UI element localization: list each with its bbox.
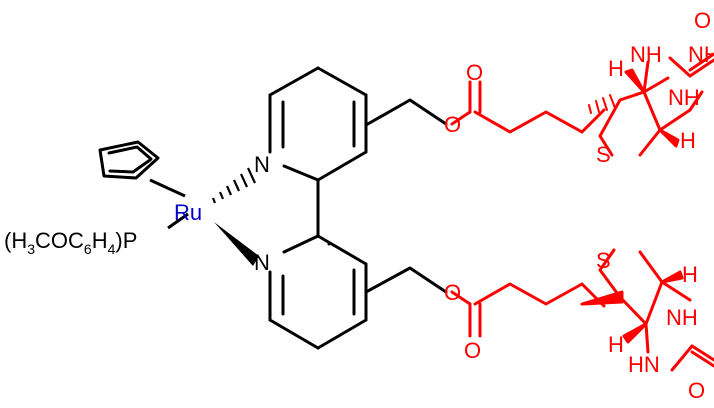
nh-lower-label: NH — [666, 305, 698, 330]
ester-oxygen-lower-label: O — [444, 280, 461, 305]
nitrogen-bottom-label: N — [254, 250, 270, 275]
carbonyl-oxygen-lower-label: O — [464, 338, 481, 363]
bipyridine-backbone — [268, 66, 448, 350]
nh-upper-3-label: NH — [668, 85, 700, 110]
nitrogen-top-label: N — [254, 152, 270, 177]
nh-upper-2-label: NH — [688, 42, 714, 67]
biotin-upper — [450, 52, 714, 157]
hn-lower-label: HN — [628, 352, 660, 377]
nh-upper-1-label: NH — [630, 42, 662, 67]
biotin-lower — [450, 248, 714, 372]
ester-oxygen-upper-label: O — [444, 112, 461, 137]
h-lower-1-label: H — [608, 332, 624, 357]
h-lower-2-label: H — [682, 262, 698, 287]
carbonyl-oxygen-upper-label: O — [466, 60, 483, 85]
sulfur-upper-label: S — [596, 142, 611, 167]
sulfur-lower-label: S — [596, 248, 611, 273]
carbonyl-oxygen-urea-label: O — [688, 378, 705, 403]
ru-bonds — [149, 167, 259, 266]
h-upper-2-label: H — [680, 128, 696, 153]
ruthenium-label: Ru — [174, 200, 202, 225]
cyclopentadienyl — [98, 140, 160, 180]
carbonyl-oxygen-urea-upper-label: O — [694, 8, 711, 33]
phosphine-ligand-label: (H3COC6H4)P — [4, 228, 137, 257]
h-upper-1-label: H — [608, 56, 624, 81]
